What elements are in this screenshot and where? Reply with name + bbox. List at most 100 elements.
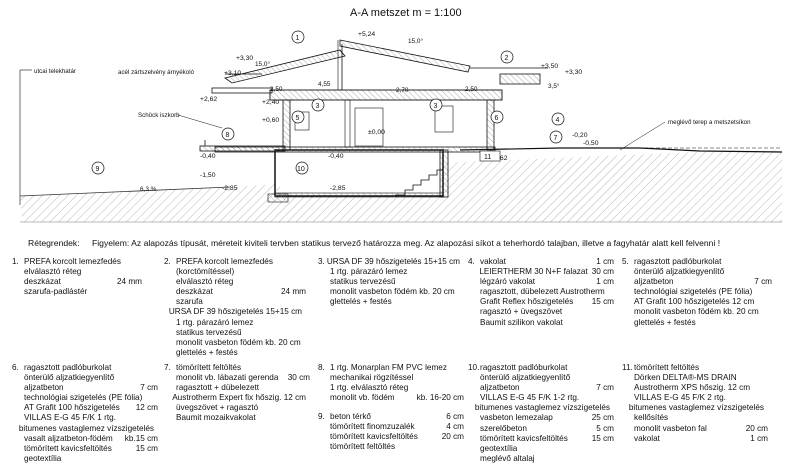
layer-thickness [302, 297, 306, 307]
layer-thickness: 24 mm [116, 277, 142, 287]
layer-row: 1 rtg. párazáró lemez [318, 267, 464, 277]
level-240: +2,40 [262, 99, 279, 106]
layer-number: 10. [468, 363, 480, 372]
layer-thickness: 7 cm [596, 383, 614, 393]
layer-row: Baumit szilikon vakolat [468, 318, 614, 328]
dim-455: 4,55 [318, 81, 331, 88]
basement-slab [274, 192, 444, 198]
layer-row: tömörített finomzuzalék 4 cm [318, 422, 464, 432]
layer-row: 1 rtg. elválasztó réteg [318, 383, 464, 393]
level-m040a: -0,40 [200, 153, 216, 160]
layer-thickness: 1 cm [596, 277, 614, 287]
layer-text: Dörken DELTA®-MS DRAIN [634, 373, 737, 383]
layer-thickness [768, 318, 772, 328]
layer-thickness [764, 413, 768, 423]
layer-thickness [768, 267, 772, 277]
note-text: Figyelem: Az alapozás típusát, méreteit … [92, 238, 721, 248]
layer-thickness [460, 363, 464, 373]
upper-slab [269, 89, 503, 101]
level-524: +5,24 [358, 31, 375, 38]
level-310: +3,10 [224, 70, 241, 77]
layer-number: 4. [468, 257, 475, 266]
layer-thickness [764, 393, 768, 403]
layer-row: bitumenes vastaglemez vízszigetelés [468, 403, 614, 413]
layer-row: VILLAS E-G 45 F/K 1-2 rtg. [468, 393, 614, 403]
layer-thickness [764, 373, 768, 383]
layer-thickness [768, 287, 772, 297]
layer-text: tömörített finomzuzalék [330, 422, 415, 432]
grade-line [19, 186, 231, 197]
layer-number [622, 297, 634, 307]
layer-number [468, 444, 480, 454]
layer-text: vasbeton lemezalap [480, 413, 553, 423]
layer-text: Baumit szilikon vakolat [480, 317, 563, 327]
layer-text: VILLAS E-G 45 F/K 1-2 rtg. [480, 393, 580, 403]
groundfloor-wall-left [282, 99, 291, 151]
layer-thickness: 4 cm [446, 422, 464, 432]
layer-row: tömörített feltöltés [318, 442, 464, 452]
layer-thickness [302, 307, 306, 317]
level-m020: -0,20 [572, 132, 588, 139]
layer-number [622, 393, 634, 403]
layer-row: statikus tervezésű [318, 277, 464, 287]
layer-text: LEIERTHERM 30 N+F falazat [479, 267, 588, 277]
layer-row: ragasztott + dübelezett [164, 383, 310, 393]
layer-text: önterülő aljzatkiegyenlítő [24, 373, 115, 383]
layer-thickness [306, 413, 310, 423]
layer-number [12, 267, 24, 277]
layer-thickness: 30 cm [287, 373, 310, 383]
level-m050: -0,50 [583, 140, 599, 147]
layer-text: szerelőbeton [480, 423, 527, 433]
layer-thickness [460, 297, 464, 307]
layer-text: technológiai szigetelés (PE fólia) [24, 393, 143, 403]
layer-number [164, 413, 176, 423]
layer-number [164, 348, 176, 358]
layer-number [164, 338, 176, 348]
layer-number [164, 393, 172, 403]
side-labels: utcai telekhatár acél zártszelvény árnyé… [19, 68, 751, 205]
layer-number [622, 403, 629, 413]
callout-7: 7 [554, 135, 558, 142]
layer-text: meglévő altalaj [480, 453, 535, 463]
layer-thickness [306, 393, 310, 403]
layer-row: ragasztó + üvegszövet [468, 307, 614, 317]
layer-text: monolit vb. födém [330, 393, 395, 403]
layer-thickness [306, 403, 310, 413]
layer-row: 2.PREFA korcolt lemezfedés [164, 257, 306, 267]
layer-text: szarufa [176, 297, 203, 307]
layer-number [468, 287, 480, 297]
layer-row: meglévő altalaj [468, 454, 614, 464]
layer-text: bitumenes vastaglemez vízszigetelés [628, 403, 764, 413]
layer-text: 1 rtg. elválasztó réteg [330, 383, 409, 393]
layer-number [622, 434, 634, 444]
layer-row: 1.PREFA korcolt lemezfedés [12, 257, 142, 267]
layer-thickness: 20 cm [441, 432, 464, 442]
layer-thickness [610, 373, 614, 383]
layer-text: tömörített kavicsfeltöltés [24, 443, 112, 453]
layer-text: bitumenes vastaglemez vízszigetelés [18, 423, 154, 433]
layer-row: bitumenes vastaglemez vízszigetelés [622, 403, 768, 413]
callouts: 1 2 3 3 4 5 6 7 8 9 10 11 [91, 30, 565, 175]
callout-10: 10 [297, 166, 305, 173]
layer-number [622, 267, 634, 277]
layer-row: VILLAS E-G 45 F/K 1 rtg. [12, 413, 158, 423]
layer-thickness [154, 393, 158, 403]
layer-number [622, 287, 634, 297]
layer-thickness [306, 383, 310, 393]
layer-text: ragasztott padlóburkolat [24, 363, 112, 372]
section-drawing: A-A metszet m = 1:100 +5,24 +3,30 +3,10 … [19, 7, 783, 223]
layer-row: kellősítés [622, 413, 768, 423]
layer-text: aljzatbeton [24, 383, 64, 393]
layer-text: elválasztó réteg [176, 277, 234, 287]
callout-1: 1 [296, 35, 300, 42]
layer-row: glettelés + festés [164, 348, 306, 358]
layer-text: monolit vasbeton fal [634, 423, 707, 433]
layer-number: 5. [622, 257, 629, 266]
layer-thickness: kb.15 cm [124, 433, 158, 443]
